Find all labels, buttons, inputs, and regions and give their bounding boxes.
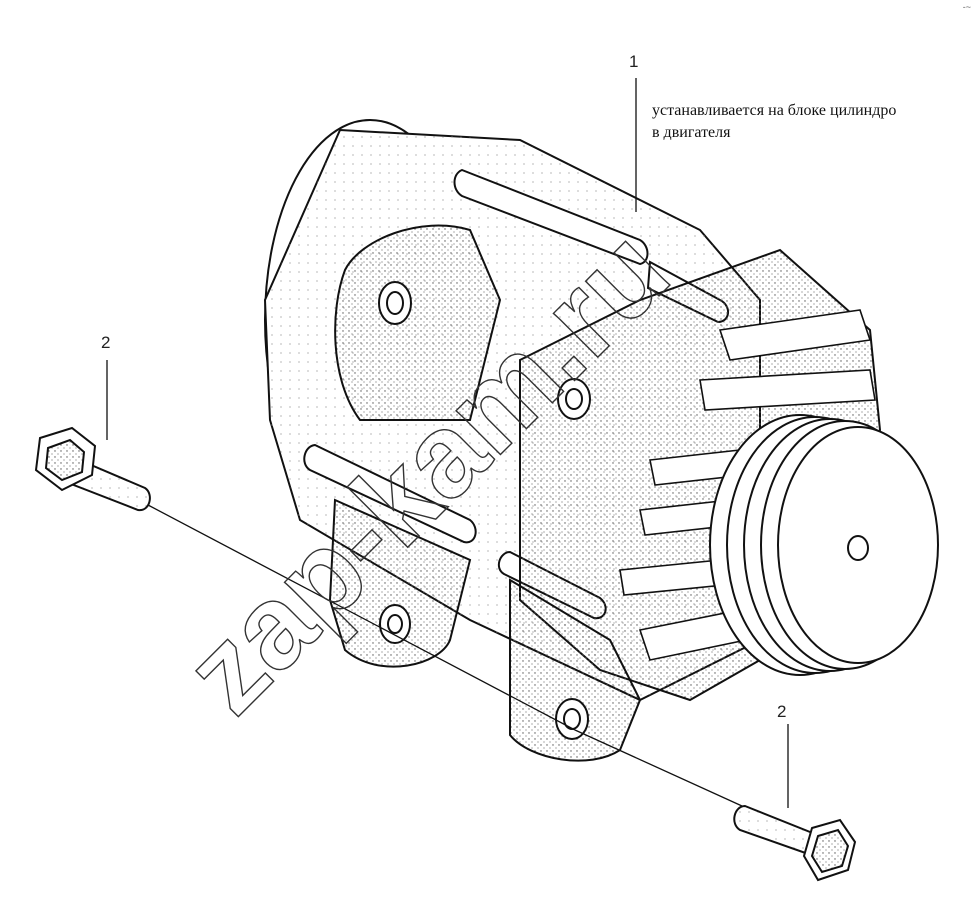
corner-mark: -~ (962, 2, 971, 12)
callout-2-right: 2 (777, 702, 787, 721)
through-bolt-top (453, 168, 649, 266)
pulley-shaft (847, 535, 869, 561)
callout-2-left: 2 (101, 333, 111, 352)
installation-note-line-2: в двигателя (652, 124, 731, 141)
alignment-line-right-bolt (574, 729, 743, 807)
callout-1: 1 (629, 52, 639, 71)
pulley (709, 414, 939, 676)
alternator (263, 119, 939, 762)
bolt-left (34, 426, 151, 512)
installation-note-line-1: устанавливается на блоке цилиндро (652, 102, 897, 119)
installation-note: устанавливается на блоке цилиндро в двиг… (652, 100, 896, 144)
through-bolt-lower (303, 443, 477, 544)
bolt-right (733, 804, 857, 882)
alignment-line-left-bolt (147, 504, 576, 731)
lower-mounting-foot-left (328, 498, 472, 668)
rear-mounting-ear (334, 224, 502, 421)
leader-lines (106, 78, 789, 808)
